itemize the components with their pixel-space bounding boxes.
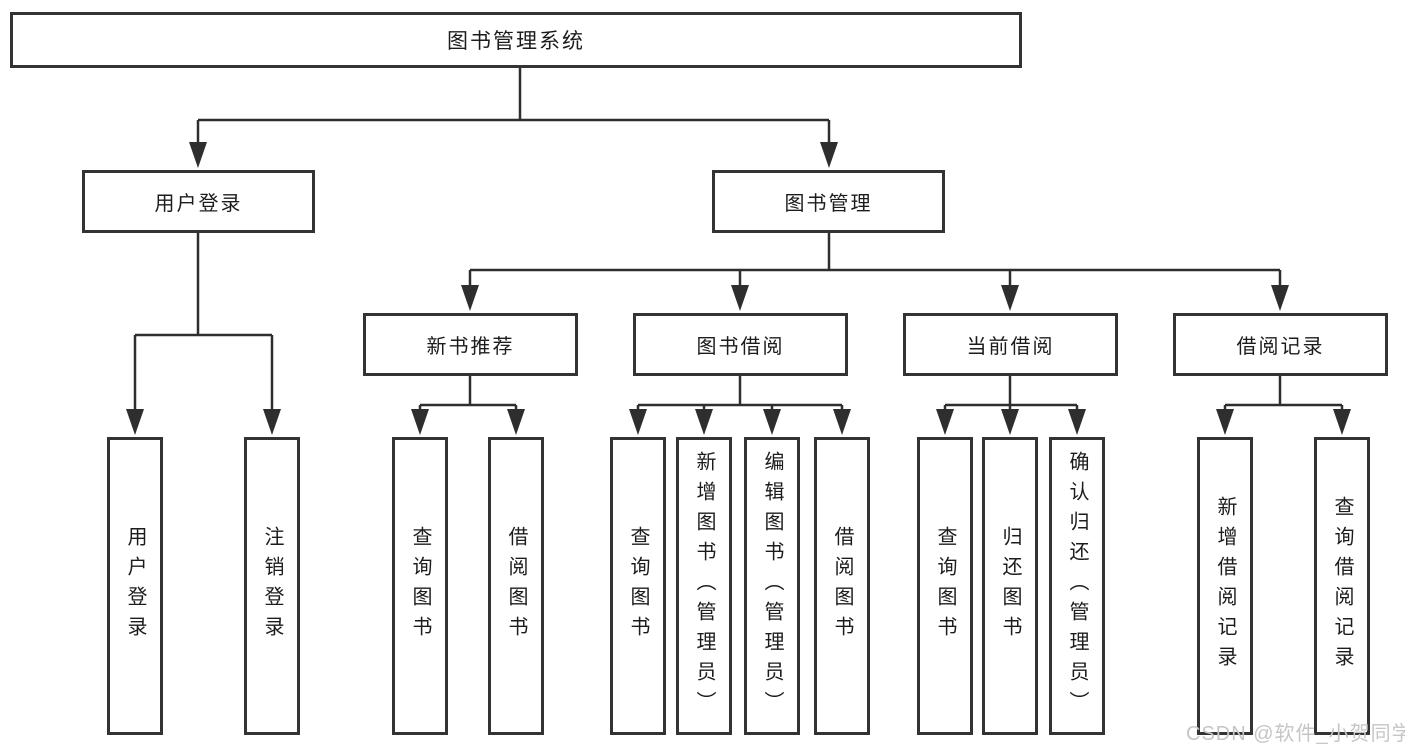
leaf-return-books: 归还图书 — [982, 437, 1038, 735]
arrow-down-icon — [1068, 409, 1086, 435]
leaf-query-books-recommend: 查询图书 — [392, 437, 448, 735]
node-book-borrow: 图书借阅 — [633, 313, 848, 376]
arrowheads — [126, 142, 1351, 435]
leaf-add-borrow-record: 新增借阅记录 — [1197, 437, 1253, 735]
leaf-query-borrow-record: 查询借阅记录 — [1314, 437, 1370, 735]
arrow-down-icon — [1001, 409, 1019, 435]
arrow-down-icon — [507, 409, 525, 435]
arrow-down-icon — [629, 409, 647, 435]
arrow-down-icon — [461, 285, 479, 311]
node-borrow-records: 借阅记录 — [1173, 313, 1388, 376]
arrow-down-icon — [731, 285, 749, 311]
leaf-add-book-admin: 新增图书（管理员） — [676, 437, 732, 735]
node-library-management-system: 图书管理系统 — [10, 12, 1022, 68]
leaf-query-books-current: 查询图书 — [917, 437, 973, 735]
arrow-down-icon — [936, 409, 954, 435]
arrow-down-icon — [763, 409, 781, 435]
leaf-borrow-books-recommend: 借阅图书 — [488, 437, 544, 735]
arrow-down-icon — [833, 409, 851, 435]
arrow-down-icon — [1216, 409, 1234, 435]
leaf-user-login: 用户登录 — [107, 437, 163, 735]
arrow-down-icon — [126, 409, 144, 435]
node-new-book-recommend: 新书推荐 — [363, 313, 578, 376]
leaf-logout-login: 注销登录 — [244, 437, 300, 735]
arrow-down-icon — [820, 142, 838, 168]
node-current-borrow: 当前借阅 — [903, 313, 1118, 376]
node-book-management: 图书管理 — [712, 170, 945, 233]
leaf-edit-book-admin: 编辑图书（管理员） — [744, 437, 800, 735]
node-user-login: 用户登录 — [82, 170, 315, 233]
arrow-down-icon — [1333, 409, 1351, 435]
arrow-down-icon — [263, 409, 281, 435]
arrow-down-icon — [695, 409, 713, 435]
leaf-confirm-return-admin: 确认归还（管理员） — [1049, 437, 1105, 735]
arrow-down-icon — [189, 142, 207, 168]
arrow-down-icon — [1271, 285, 1289, 311]
arrow-down-icon — [1001, 285, 1019, 311]
watermark: CSDN @软件_小贺同学 — [1186, 723, 1405, 745]
leaf-borrow-books-borrow: 借阅图书 — [814, 437, 870, 735]
leaf-query-books-borrow: 查询图书 — [610, 437, 666, 735]
arrow-down-icon — [411, 409, 429, 435]
